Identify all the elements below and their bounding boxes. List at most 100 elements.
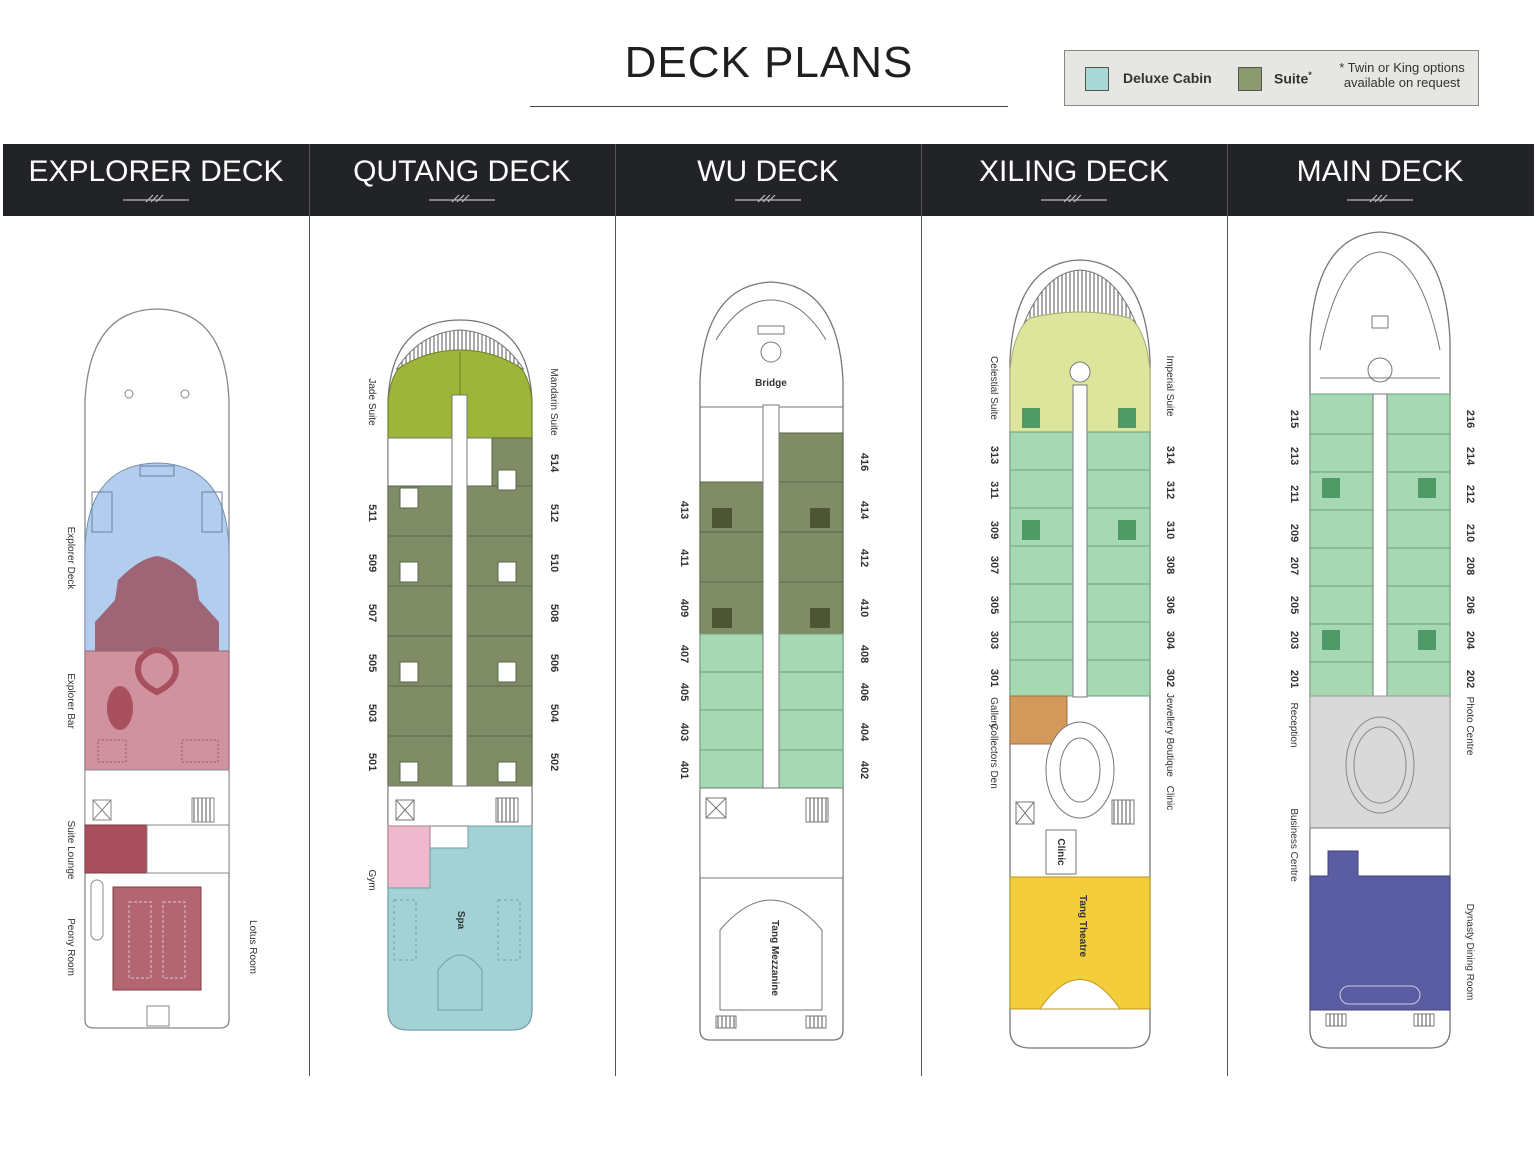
wave-mark-icon	[1041, 194, 1107, 203]
tang-mezzanine-area	[719, 899, 823, 1011]
cabin-number: 503	[366, 704, 378, 722]
cabin-number: 506	[548, 654, 560, 672]
cabin-number: 404	[858, 723, 870, 742]
label-dynasty-dining-room: Dynasty Dining Room	[1464, 904, 1475, 1001]
explorer-bar-upper	[95, 556, 219, 651]
cabin-number: 501	[366, 753, 378, 771]
spa-area	[387, 825, 533, 1031]
cabin-number: 403	[678, 723, 690, 741]
cabin-number: 306	[1164, 596, 1176, 614]
cabin-number: 202	[1464, 670, 1476, 688]
wave-mark-icon	[429, 194, 495, 203]
peony-lotus-room-area	[112, 886, 202, 991]
deck-header-xiling: XILING DECK	[921, 144, 1227, 216]
cabin-number: 411	[678, 549, 690, 567]
cabin-number: 303	[988, 631, 1000, 649]
cabin-number: 507	[366, 604, 378, 622]
cabin-number: 305	[988, 596, 1000, 614]
label-reception: Reception	[1288, 702, 1299, 747]
cabin-number: 215	[1288, 410, 1300, 428]
main-deck-plan: Reception Photo Centre Business Centre D…	[1288, 231, 1476, 1049]
qutang-deck-plan: Jade Suite Mandarin Suite Gym Spa 511 50…	[366, 319, 560, 1031]
cabin-number: 511	[366, 504, 378, 522]
cabin-number: 413	[678, 501, 690, 519]
label-clinic-right: Clinic	[1164, 786, 1175, 810]
cabin-number: 308	[1164, 556, 1176, 574]
cabin-number: 301	[988, 669, 1000, 687]
wave-mark-icon	[735, 194, 801, 203]
cabin-number: 416	[858, 453, 870, 471]
cabin-number: 304	[1164, 631, 1176, 650]
deck-title-main: MAIN DECK	[1296, 155, 1464, 188]
legend-suite-asterisk: *	[1308, 70, 1312, 80]
label-celestial-suite: Celestial Suite	[988, 356, 999, 420]
label-explorer-deck: Explorer Deck	[65, 527, 76, 591]
deck-title-xiling: XILING DECK	[978, 155, 1170, 188]
cabin-number: 312	[1164, 481, 1176, 499]
legend-deluxe-swatch	[1085, 67, 1109, 91]
label-collectors-den: Collectors Den	[988, 723, 999, 789]
explorer-bar-area	[84, 650, 230, 771]
cabin-number: 211	[1288, 485, 1300, 503]
label-imperial-suite: Imperial Suite	[1164, 355, 1175, 417]
cabin-number: 510	[548, 554, 560, 572]
page-title: DECK PLANS	[624, 38, 914, 87]
cabin-number: 213	[1288, 447, 1300, 465]
legend: Deluxe Cabin Suite* * Twin or King optio…	[1064, 50, 1479, 106]
deck-title-qutang: QUTANG DECK	[353, 155, 571, 188]
cabin-number: 311	[988, 481, 1000, 499]
cabin-number: 208	[1464, 557, 1476, 575]
cabin-number: 402	[858, 761, 870, 779]
reception-area	[1309, 695, 1451, 829]
deck-header-qutang: QUTANG DECK	[309, 144, 615, 216]
label-spa: Spa	[455, 911, 466, 930]
cabin-number: 210	[1464, 524, 1476, 542]
cabin-number: 207	[1288, 557, 1300, 575]
label-jade-suite: Jade Suite	[366, 378, 377, 426]
cabin-number: 512	[548, 504, 560, 522]
column-divider	[921, 144, 922, 1076]
gym-area	[387, 825, 431, 889]
wu-deck-plan: Bridge Tang Mezzanine 413 411 409 407 40…	[678, 281, 870, 1041]
legend-deluxe-label: Deluxe Cabin	[1123, 70, 1212, 86]
label-mandarin-suite: Mandarin Suite	[548, 368, 559, 436]
cabin-number: 313	[988, 446, 1000, 464]
label-clinic-center: Clinic	[1055, 838, 1066, 866]
wave-mark-icon	[123, 194, 189, 203]
legend-suite-text: Suite	[1274, 70, 1309, 87]
cabin-number: 504	[548, 704, 560, 723]
column-divider	[309, 144, 310, 1076]
cabin-number: 406	[858, 683, 870, 701]
cabin-number: 212	[1464, 485, 1476, 503]
label-business-centre: Business Centre	[1288, 808, 1299, 882]
cabin-number: 309	[988, 521, 1000, 539]
deck-header-wu: WU DECK	[615, 144, 921, 216]
cabin-number: 203	[1288, 631, 1300, 649]
cabin-number: 408	[858, 645, 870, 663]
cabin-number: 509	[366, 554, 378, 572]
deck-header-main: MAIN DECK	[1227, 144, 1533, 216]
label-tang-theatre: Tang Theatre	[1077, 895, 1088, 957]
deck-header-band	[3, 144, 1534, 216]
cabin-number: 405	[678, 683, 690, 701]
wave-mark-icon	[1347, 194, 1413, 203]
cabin-number: 307	[988, 556, 1000, 574]
cabin-number: 505	[366, 654, 378, 672]
title-underline	[530, 106, 1008, 107]
cabin-number: 410	[858, 599, 870, 617]
legend-suite-label: Suite*	[1274, 70, 1312, 87]
label-suite-lounge: Suite Lounge	[65, 821, 76, 880]
cabin-number: 514	[548, 454, 560, 473]
cabin-number: 216	[1464, 410, 1476, 428]
cabin-number: 209	[1288, 524, 1300, 542]
cabin-number: 310	[1164, 521, 1176, 539]
label-tang-mezzanine: Tang Mezzanine	[769, 920, 780, 996]
suite-lounge-area	[84, 824, 148, 874]
explorer-deck-plan: Explorer Deck Explorer Bar Suite Lounge …	[65, 308, 258, 1029]
deck-title-wu: WU DECK	[697, 155, 839, 188]
label-photo-centre: Photo Centre	[1464, 697, 1475, 756]
cabin-number: 502	[548, 753, 560, 771]
label-gallery: Gallery	[988, 697, 999, 729]
cabin-number: 204	[1464, 631, 1476, 650]
